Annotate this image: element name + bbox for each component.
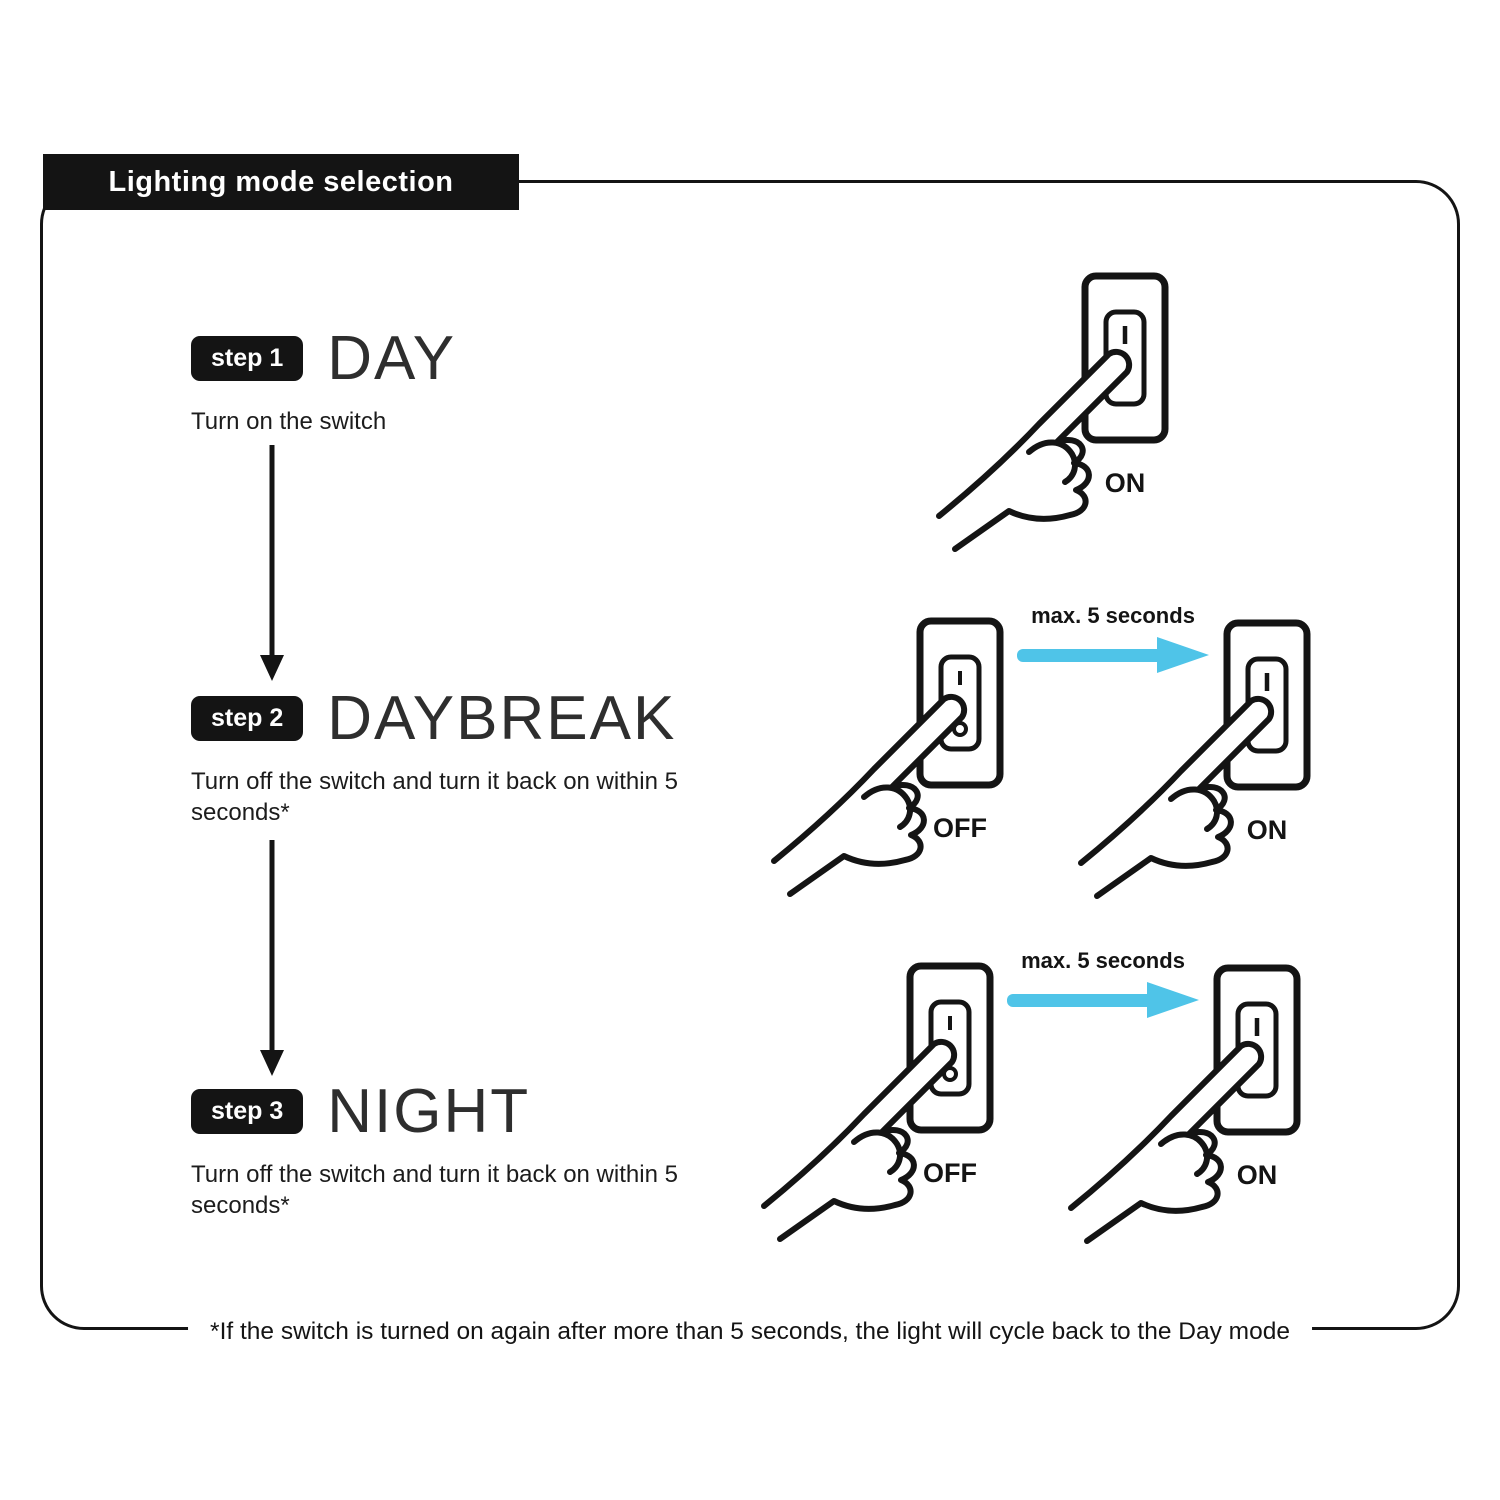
hand-press-icon: [764, 1042, 954, 1239]
page-title: Lighting mode selection: [108, 165, 454, 198]
step-3-switch-on-illustration: ON: [1065, 960, 1325, 1275]
step-3-description: Turn off the switch and turn it back on …: [191, 1161, 678, 1220]
footnote: *If the switch is turned on again after …: [188, 1318, 1312, 1346]
hand-press-icon: [1081, 699, 1271, 896]
step-2-switch-on-illustration: ON: [1075, 615, 1335, 930]
duration-label: max. 5 seconds: [1031, 603, 1195, 628]
on-label: ON: [1104, 468, 1146, 498]
duration-label: max. 5 seconds: [1021, 948, 1185, 973]
step-2-duration-arrow: max. 5 seconds: [1008, 603, 1218, 675]
switch-off-icon: [768, 613, 1028, 913]
step-2-switch-off-illustration: OFF: [768, 613, 1028, 928]
step-1-switch-on-illustration: ON: [933, 268, 1193, 583]
step-3-duration-arrow: max. 5 seconds: [998, 948, 1208, 1020]
switch-off-icon: [758, 958, 1018, 1258]
step-3-badge: step 3: [191, 1089, 304, 1134]
step-1-badge: step 1: [191, 336, 304, 381]
step-2-header: step 2 DAYBREAK: [191, 683, 696, 754]
step-3-header: step 3 NIGHT: [191, 1076, 696, 1147]
hand-press-icon: [939, 352, 1129, 549]
step-1-description: Turn on the switch: [191, 408, 387, 435]
diagram-frame: Lighting mode selection step 1 DAY Turn …: [40, 154, 1460, 1346]
step-1-header: step 1 DAY: [191, 323, 456, 394]
off-label: OFF: [933, 813, 987, 843]
flow-arrow-icon: [260, 840, 284, 1076]
flow-arrow-icon: [260, 445, 284, 681]
hand-press-icon: [1071, 1044, 1261, 1241]
step-2-block: step 2 DAYBREAK Turn off the switch and …: [191, 683, 696, 828]
step-3-block: step 3 NIGHT Turn off the switch and tur…: [191, 1076, 696, 1221]
on-label: ON: [1236, 1160, 1278, 1190]
off-label: OFF: [923, 1158, 977, 1188]
step-3-switch-off-illustration: OFF: [758, 958, 1018, 1273]
switch-on-icon: [1065, 960, 1325, 1260]
hand-press-icon: [774, 697, 964, 894]
step-3-title: NIGHT: [327, 1077, 531, 1146]
switch-on-icon: [1075, 615, 1335, 915]
step-2-title: DAYBREAK: [327, 684, 677, 753]
step-1-title: DAY: [327, 324, 457, 393]
step-1-block: step 1 DAY Turn on the switch: [191, 323, 456, 437]
step-2-badge: step 2: [191, 696, 304, 741]
step-2-description: Turn off the switch and turn it back on …: [191, 768, 678, 827]
on-label: ON: [1246, 815, 1288, 845]
title-box: Lighting mode selection: [43, 154, 519, 210]
switch-on-icon: [933, 268, 1193, 568]
